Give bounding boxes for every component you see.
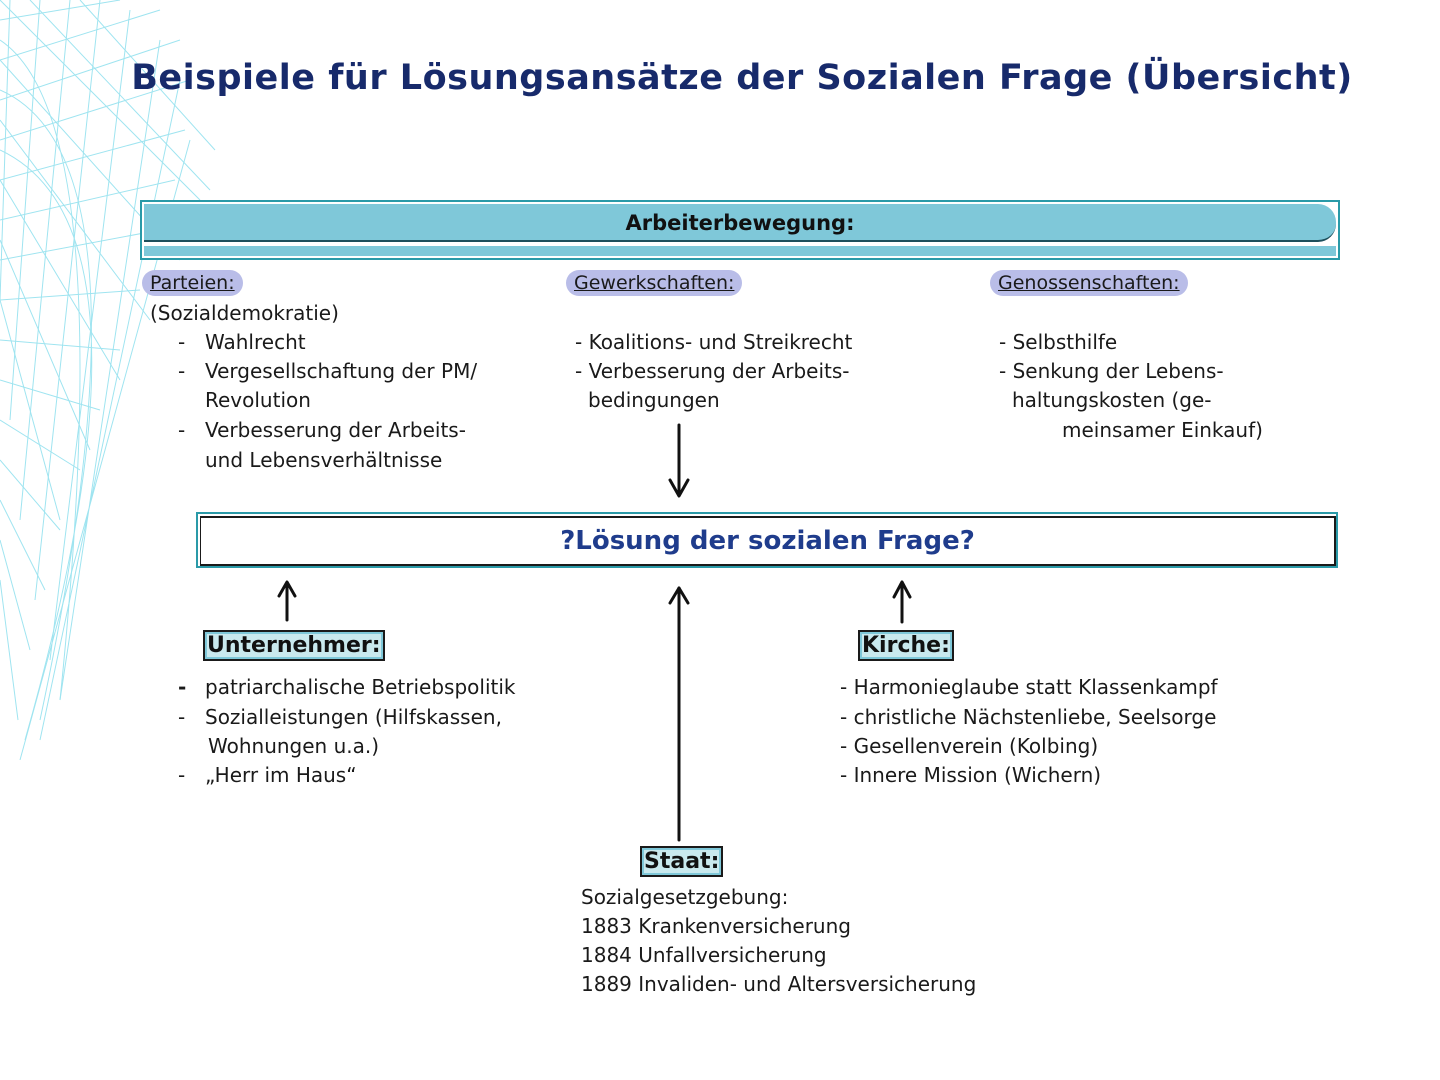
banner-strip xyxy=(144,246,1336,256)
staat-item: 1884 Unfallversicherung xyxy=(581,941,827,971)
parteien-item: und Lebensverhältnisse xyxy=(205,446,442,476)
staat-item: Sozialgesetzgebung: xyxy=(581,883,788,913)
arrow-down-gewerkschaften xyxy=(670,425,688,496)
kirche-item: - Harmonieglaube statt Klassenkampf xyxy=(840,673,1218,703)
bullet-dash: - xyxy=(178,703,185,733)
parteien-item: Wahlrecht xyxy=(205,328,306,358)
parteien-label: Parteien: xyxy=(142,270,243,296)
parteien-item: Vergesellschaftung der PM/ xyxy=(205,357,477,387)
kirche-item: - Gesellenverein (Kolbing) xyxy=(840,732,1098,762)
bullet-dash: - xyxy=(178,328,185,358)
parteien-item: Verbesserung der Arbeits- xyxy=(205,416,466,446)
bullet-dash: - xyxy=(178,357,185,387)
page-title: Beispiele für Lösungsansätze der Soziale… xyxy=(0,58,1440,98)
bullet-dash: - xyxy=(178,416,185,446)
parteien-item: Revolution xyxy=(205,386,311,416)
staat-item: 1883 Krankenversicherung xyxy=(581,912,851,942)
bullet-dash: - xyxy=(178,761,185,791)
genossenschaften-item: - Senkung der Lebens- xyxy=(999,357,1224,387)
genossenschaften-item: haltungskosten (ge- xyxy=(1012,386,1212,416)
banner-label: Arbeiterbewegung: xyxy=(144,204,1336,242)
arbeiterbewegung-banner: Arbeiterbewegung: xyxy=(140,200,1340,260)
kirche-item: - christliche Nächstenliebe, Seelsorge xyxy=(840,703,1216,733)
unternehmer-item: Wohnungen u.a.) xyxy=(208,732,379,762)
arrow-up-kirche xyxy=(894,582,910,622)
unternehmer-item: patriarchalische Betriebspolitik xyxy=(205,673,516,703)
genossenschaften-item: - Selbsthilfe xyxy=(999,328,1117,358)
unternehmer-item: „Herr im Haus“ xyxy=(205,761,357,791)
genossenschaften-item: meinsamer Einkauf) xyxy=(1062,416,1263,446)
kirche-label: Kirche: xyxy=(858,630,954,661)
genossenschaften-label: Genossenschaften: xyxy=(990,270,1188,296)
gewerkschaften-item: - Koalitions- und Streikrecht xyxy=(575,328,852,358)
gewerkschaften-label: Gewerkschaften: xyxy=(566,270,742,296)
kirche-item: - Innere Mission (Wichern) xyxy=(840,761,1101,791)
loesung-box: ?Lösung der sozialen Frage? xyxy=(196,512,1338,568)
arrow-up-staat xyxy=(670,588,688,840)
gewerkschaften-item: - Verbesserung der Arbeits- xyxy=(575,357,850,387)
unternehmer-label: Unternehmer: xyxy=(203,630,385,661)
parteien-sub: (Sozialdemokratie) xyxy=(150,299,339,329)
gewerkschaften-item: bedingungen xyxy=(588,386,720,416)
bullet-dash: - xyxy=(178,673,186,703)
unternehmer-item: Sozialleistungen (Hilfskassen, xyxy=(205,703,502,733)
loesung-label: ?Lösung der sozialen Frage? xyxy=(200,516,1336,566)
staat-item: 1889 Invaliden- und Altersversicherung xyxy=(581,970,976,1000)
staat-label: Staat: xyxy=(640,846,723,877)
arrow-up-unternehmer xyxy=(279,582,295,620)
